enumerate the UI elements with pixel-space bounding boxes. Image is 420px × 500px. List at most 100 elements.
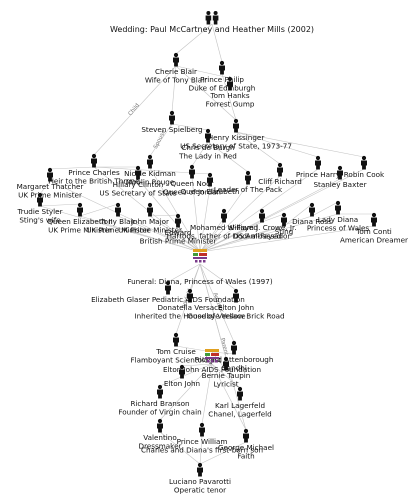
event-bars-icon <box>193 249 207 263</box>
person-silhouette-icon <box>222 356 229 371</box>
node-description-label: British Prime Minister <box>140 237 217 246</box>
node-wolfe[interactable]: Leader of The Pack <box>214 170 283 194</box>
node-name-label: Tony Blair <box>100 217 136 226</box>
node-description-label: American Dreamer <box>340 236 408 245</box>
person-silhouette-icon <box>232 118 239 133</box>
node-spielberg[interactable]: Steven Spielberg <box>141 110 203 134</box>
person-silhouette-icon <box>188 164 195 179</box>
edge-edward-funeral <box>177 226 201 253</box>
person-silhouette-icon <box>172 332 179 347</box>
node-name-label: Prince William <box>177 437 228 446</box>
person-silhouette-icon <box>204 128 211 143</box>
person-silhouette-icon <box>134 165 141 180</box>
edge-elizabethii-blairtony <box>79 203 119 217</box>
edge-charles-thatcher <box>49 166 95 170</box>
node-description-label: The Lady in Red <box>178 152 237 161</box>
node-funeral[interactable]: Funeral: Diana, Princess of Wales (1997) <box>127 249 273 286</box>
edge-blair-kissinger <box>175 65 237 121</box>
edge-eltonfoundation-eltonjohn2 <box>181 363 213 367</box>
node-name-label: Elton John <box>164 379 200 388</box>
node-eltonfoundation[interactable]: Elton John AIDS Foundation <box>163 349 261 374</box>
node-sting[interactable]: Sting <box>275 212 294 236</box>
person-silhouette-icon <box>77 202 83 217</box>
node-eltonjohn2[interactable]: Elton John <box>164 364 200 388</box>
node-wedding[interactable]: Wedding: Paul McCartney and Heather Mill… <box>110 11 314 34</box>
edge-dianaross-ladydiana <box>311 201 339 217</box>
person-silhouette-icon <box>164 280 171 295</box>
node-crowe[interactable]: William J. Crowe, Jr.US Ambassador <box>227 208 297 241</box>
edge-crowe-sting <box>261 213 285 223</box>
node-name-label: Donatella Versace <box>157 303 223 312</box>
edge-deburgh-wolfe <box>207 141 249 173</box>
node-name-label: Wedding: Paul McCartney and Heather Mill… <box>110 25 314 34</box>
edge-eltonfoundation-michael <box>211 363 247 431</box>
edge-queen-funeral <box>191 177 201 253</box>
person-silhouette-icon <box>218 60 225 75</box>
node-name-label: Hillary Clinton <box>113 180 164 189</box>
node-description-label: US Secretary of State <box>99 189 177 198</box>
node-name-label: Queen Elizabeth II <box>47 217 113 226</box>
node-harry[interactable]: Prince Harry <box>296 155 341 179</box>
node-name-label: Sting <box>275 227 294 236</box>
edge-eltonfoundation-valentino <box>159 363 213 421</box>
node-name-label: Valentino <box>143 433 177 442</box>
edge-eltonfoundation-lagerfeld <box>211 363 241 389</box>
node-cook[interactable]: Robin Cook <box>344 155 385 179</box>
node-description-label: UK Prime Minister <box>48 226 112 235</box>
node-glaser[interactable]: Elizabeth Glaser Pediatric AIDS Foundati… <box>91 280 245 304</box>
edge-spielberg-deburgh <box>171 123 209 131</box>
node-name-label: Tom Conti <box>355 227 392 236</box>
person-silhouette-icon <box>172 52 179 67</box>
node-name-label: Leader of The Pack <box>214 185 283 194</box>
node-name-label: Queen Elizabeth <box>181 187 240 196</box>
node-dianaross[interactable]: Diana Ross <box>292 202 332 226</box>
edge-kidman-funeral <box>149 167 201 253</box>
node-description-label: Flamboyant Scientologist <box>130 356 221 365</box>
edge-funeral-attenborough <box>199 263 235 343</box>
person-silhouette-icon <box>146 154 153 169</box>
edge-valentino-pavarotti <box>159 431 201 465</box>
person-silhouette-icon <box>315 155 321 170</box>
edge-major-funeral <box>149 215 201 253</box>
node-barker[interactable]: Stanley Baxter <box>313 165 367 189</box>
person-silhouette-icon <box>115 202 121 217</box>
edge-blair-hanks <box>175 65 231 79</box>
person-silhouette-icon <box>309 202 315 217</box>
edge-richard-funeral <box>199 175 281 253</box>
node-name-label: Prince Harry <box>296 170 341 179</box>
node-name-label: Lady Diana <box>318 215 358 224</box>
edge-attenborough-eltonfoundation <box>211 351 235 355</box>
node-richard[interactable]: Cliff Richard <box>258 162 302 186</box>
person-silhouette-icon <box>156 384 163 399</box>
node-elizabeth[interactable]: Queen Elizabeth <box>181 172 240 196</box>
